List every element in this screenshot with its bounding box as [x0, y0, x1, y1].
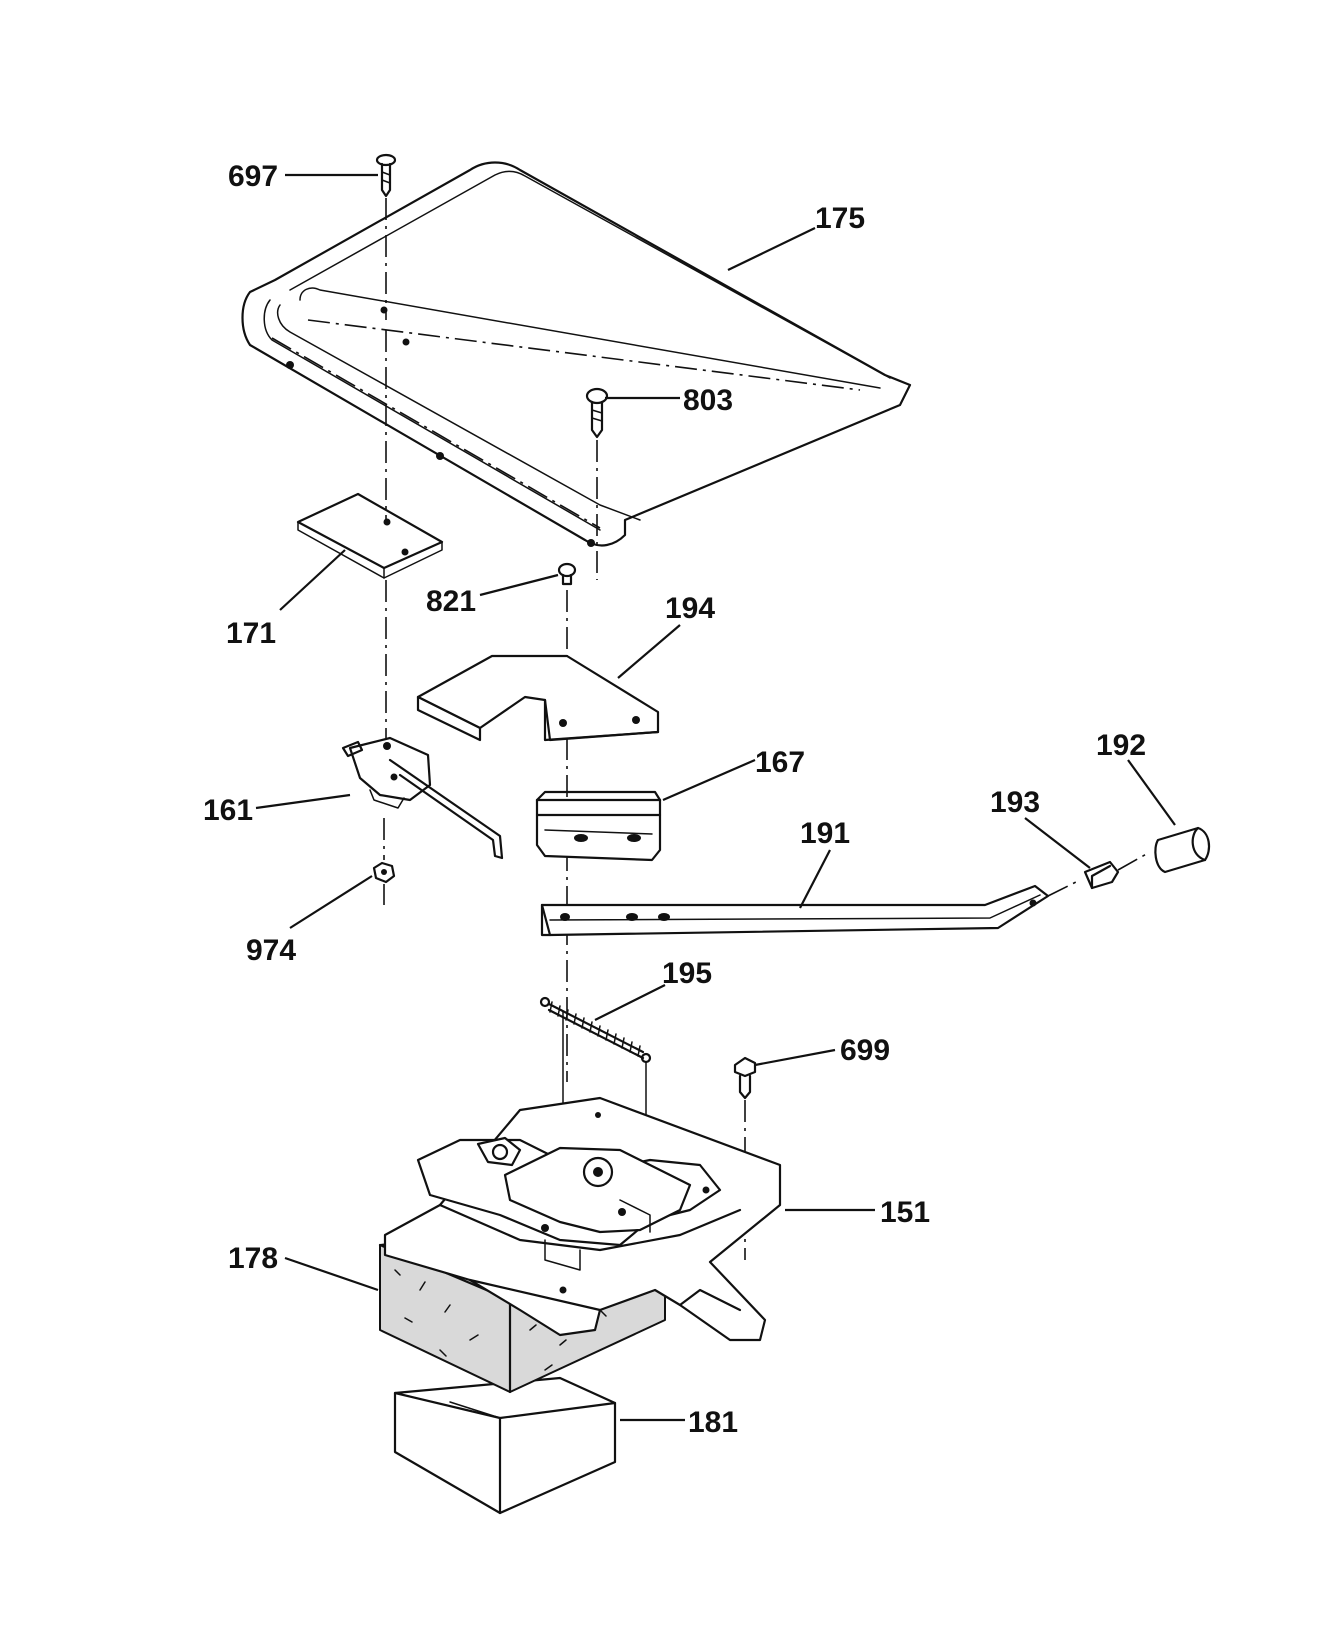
part-193-clip — [1083, 851, 1151, 890]
leader-178 — [284, 1256, 379, 1292]
leader-974 — [289, 875, 373, 929]
callout-697: 697 — [228, 160, 278, 193]
leader-175 — [727, 227, 816, 271]
leader-161 — [255, 793, 351, 810]
leader-167 — [662, 758, 756, 802]
part-181-block — [393, 1376, 617, 1515]
leader-821 — [479, 573, 559, 597]
callout-175: 175 — [815, 202, 865, 235]
callout-labels: 697 175 803 171 821 194 192 167 193 161 … — [203, 160, 1146, 1439]
leader-171 — [279, 549, 346, 611]
leader-699 — [754, 1048, 836, 1067]
callout-193: 193 — [990, 786, 1040, 819]
callout-803: 803 — [683, 384, 733, 417]
part-191-latch-arm — [540, 879, 1081, 937]
callout-171: 171 — [226, 617, 276, 650]
callout-974: 974 — [246, 934, 296, 967]
callout-167: 167 — [755, 746, 805, 779]
leader-192 — [1127, 759, 1176, 826]
part-171-insulation-pad — [296, 330, 444, 738]
callout-191: 191 — [800, 817, 850, 850]
leader-193 — [1024, 817, 1091, 869]
callout-699: 699 — [840, 1034, 890, 1067]
part-194-bracket — [416, 654, 660, 742]
part-167-latch-guide — [535, 790, 662, 862]
part-974-nut — [372, 818, 396, 905]
callout-194: 194 — [665, 592, 715, 625]
leader-191 — [799, 849, 831, 909]
callout-161: 161 — [203, 794, 253, 827]
callout-178: 178 — [228, 1242, 278, 1275]
callout-151: 151 — [880, 1196, 930, 1229]
callout-192: 192 — [1096, 729, 1146, 762]
part-161-switch — [341, 736, 504, 860]
callout-181: 181 — [688, 1406, 738, 1439]
leader-194 — [617, 624, 681, 679]
part-151-latch-mechanism — [383, 1096, 782, 1342]
part-175-cover-panel — [241, 161, 912, 547]
callout-195: 195 — [662, 957, 712, 990]
part-803-screw — [585, 387, 609, 580]
leader-195 — [594, 984, 666, 1021]
part-192-knob — [1154, 826, 1211, 874]
part-697-screw — [375, 153, 397, 320]
callout-821: 821 — [426, 585, 476, 618]
leader-lines — [255, 173, 1176, 1422]
